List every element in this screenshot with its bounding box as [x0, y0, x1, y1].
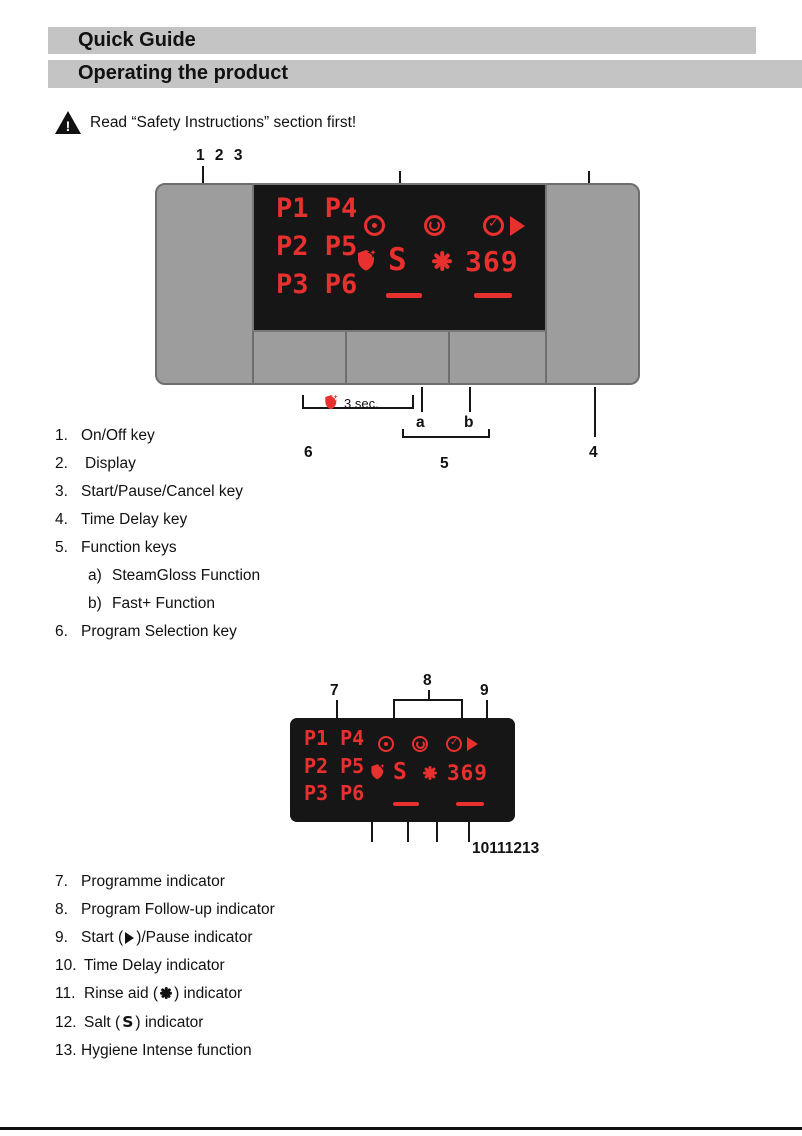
section-bar-operating: Operating the product	[48, 60, 802, 88]
callout-line	[202, 166, 204, 184]
control-panel: P1 P4 P2 P5 P3 P6 S 369	[155, 183, 640, 385]
list-item: 2.Display	[55, 455, 136, 472]
rinse-aid-icon	[432, 251, 452, 271]
list-item: 12. Salt (S) indicator	[55, 1013, 204, 1031]
list-item: 6.Program Selection key	[55, 623, 237, 640]
followup-end-icon	[446, 736, 462, 752]
callout-label-5: 5	[440, 455, 449, 472]
program-row-2: P2 P5	[276, 231, 358, 262]
page-bottom-rule	[0, 1127, 802, 1130]
callout-bracket	[302, 395, 304, 407]
callout-line	[594, 387, 596, 437]
callout-label-8: 8	[423, 672, 432, 689]
warning-note: ! Read “Safety Instructions” section fir…	[55, 111, 356, 134]
time-digits: 369	[447, 761, 488, 785]
list-item: 8.Program Follow-up indicator	[55, 901, 275, 918]
callout-label-7: 7	[330, 682, 339, 699]
callout-line	[399, 171, 401, 184]
followup-end-icon	[483, 215, 504, 236]
callout-line	[468, 822, 470, 842]
callout-label-6: 6	[304, 444, 313, 461]
rinse-aid-icon	[160, 987, 173, 999]
list-item: 9. Start ()/Pause indicator	[55, 929, 253, 946]
panel-divider	[345, 330, 347, 383]
callout-label-1-2-3: 1 2 3	[196, 147, 246, 164]
list-item: 3.Start/Pause/Cancel key	[55, 483, 243, 500]
play-icon	[125, 932, 135, 944]
program-row-1: P1 P4	[276, 193, 358, 224]
callout-line	[588, 171, 590, 184]
callout-label-10-13: 10111213	[472, 840, 540, 857]
hygiene-shield-small-icon	[323, 392, 340, 416]
callout-bracket	[302, 407, 414, 409]
fast-underline-bar	[393, 802, 419, 806]
program-row-3: P3 P6	[276, 269, 358, 300]
indicator-legend-list: 7.Programme indicator 8.Program Follow-u…	[55, 873, 475, 1070]
callout-label-a: a	[416, 414, 425, 431]
callout-line	[436, 822, 438, 842]
callout-label-9: 9	[480, 682, 489, 699]
list-item: 4.Time Delay key	[55, 511, 188, 528]
program-row-2: P2 P5	[304, 754, 365, 778]
program-row-3: P3 P6	[304, 781, 365, 805]
display-detail: P1 P4 P2 P5 P3 P6 S 369	[290, 718, 515, 822]
steamgloss-icon: S	[388, 242, 407, 278]
list-subitem: a)SteamGloss Function	[88, 567, 261, 584]
list-item: 13.Hygiene Intense function	[55, 1042, 252, 1059]
rinse-aid-icon	[423, 766, 437, 780]
display: P1 P4 P2 P5 P3 P6 S 369	[252, 183, 547, 332]
time-digits: 369	[465, 245, 519, 278]
callout-line	[371, 822, 373, 842]
callout-bracket	[402, 436, 490, 438]
callout-line	[428, 690, 430, 701]
quick-guide-title: Quick Guide	[78, 29, 196, 51]
section-bar-quick-guide: Quick Guide	[48, 27, 756, 54]
svg-text:!: !	[66, 118, 71, 134]
callout-line	[393, 699, 395, 718]
salt-icon: S	[122, 1013, 134, 1031]
callout-line	[421, 387, 423, 412]
program-row-1: P1 P4	[304, 726, 365, 750]
callout-line	[469, 387, 471, 412]
callout-bracket	[412, 395, 414, 407]
list-subitem: b)Fast+ Function	[88, 595, 215, 612]
warning-icon: !	[55, 111, 81, 134]
callout-bracket	[488, 429, 490, 436]
callout-line	[461, 699, 463, 718]
callout-line	[407, 822, 409, 842]
start-pause-icon	[510, 216, 525, 236]
callout-label-b: b	[464, 414, 474, 431]
steamgloss-icon: S	[393, 759, 407, 785]
list-item: 10.Time Delay indicator	[55, 957, 225, 974]
followup-stage-icon-2	[412, 736, 428, 752]
followup-stage-icon-1	[378, 736, 394, 752]
list-item: 1.On/Off key	[55, 427, 155, 444]
hold-duration-label: 3 sec.	[344, 396, 379, 411]
callout-line	[486, 700, 488, 718]
panel-divider	[448, 330, 450, 383]
followup-stage-icon-2	[424, 215, 445, 236]
list-item: 7.Programme indicator	[55, 873, 225, 890]
operating-title: Operating the product	[78, 62, 288, 84]
callout-line	[393, 699, 463, 701]
hygiene-shield-icon	[355, 246, 379, 278]
followup-stage-icon-1	[364, 215, 385, 236]
start-pause-icon	[467, 737, 478, 751]
hygiene-shield-icon	[369, 761, 387, 786]
fast-underline-bar	[386, 293, 422, 298]
list-item: 11. Rinse aid () indicator	[55, 985, 243, 1002]
callout-bracket	[402, 429, 404, 436]
callout-label-4: 4	[589, 444, 598, 461]
callout-line	[336, 700, 338, 718]
key-legend-list: 1.On/Off key 2.Display 3.Start/Pause/Can…	[55, 427, 475, 651]
list-item: 5.Function keys	[55, 539, 177, 556]
warning-text: Read “Safety Instructions” section first…	[90, 113, 357, 131]
delay-underline-bar	[456, 802, 484, 806]
delay-underline-bar	[474, 293, 512, 298]
